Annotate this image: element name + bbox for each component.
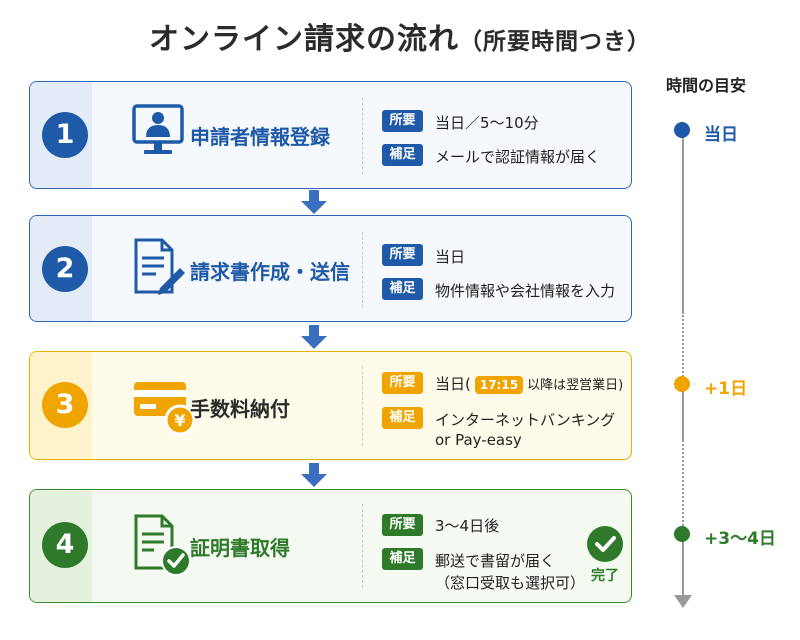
completed-marker: 完了 — [579, 526, 631, 585]
step-card-4: 4 証明書取得 所要 3〜4日後 補足 郵送で書留が届く （窓口受取も選択可） — [29, 489, 632, 603]
note-tag: 補足 — [382, 548, 423, 570]
required-time-value: 3〜4日後 — [435, 517, 500, 535]
required-time-value: 当日／5〜10分 — [435, 114, 539, 132]
step-title: 手数料納付 — [190, 397, 290, 421]
note-value-line1: 郵送で書留が届く — [435, 552, 556, 570]
timeline-label: +3〜4日 — [704, 529, 776, 549]
required-time-tag: 所要 — [382, 244, 423, 266]
step-number-badge: 2 — [42, 246, 88, 292]
step-title: 証明書取得 — [190, 536, 290, 560]
note-tag: 補足 — [382, 144, 423, 166]
note-value-line1: インターネットバンキング — [435, 411, 616, 429]
step-number-badge: 4 — [42, 522, 88, 568]
note-tag: 補足 — [382, 278, 423, 300]
required-time-tag: 所要 — [382, 372, 423, 394]
note-value-line2: or Pay-easy — [435, 431, 522, 449]
required-time-tag: 所要 — [382, 514, 423, 536]
title-sub: （所要時間つき） — [459, 29, 651, 55]
computer-user-icon — [132, 104, 184, 164]
timeline-label: 当日 — [704, 125, 738, 145]
completed-label: 完了 — [591, 568, 619, 584]
note-value: 物件情報や会社情報を入力 — [435, 282, 616, 300]
step-number-badge: 3 — [42, 382, 88, 428]
timeline-dot — [674, 526, 690, 542]
required-time-value: 当日 — [435, 248, 466, 266]
step-number-badge: 1 — [42, 112, 88, 158]
note-tag: 補足 — [382, 407, 423, 429]
step-card-2: 2 請求書作成・送信 所要 当日 補足 物件情報や会社情報を入力 — [29, 215, 632, 322]
note-value-line2: （窓口受取も選択可） — [435, 574, 586, 592]
document-pen-icon — [132, 238, 188, 302]
flow-arrow-down-icon — [300, 325, 328, 353]
step-title: 請求書作成・送信 — [190, 260, 350, 284]
timeline-dot — [674, 122, 690, 138]
step-card-1: 1 申請者情報登録 所要 当日／5〜10分 補足 メールで認証情報が届く — [29, 81, 632, 189]
check-icon — [587, 526, 623, 562]
step-title: 申請者情報登録 — [190, 125, 330, 149]
flow-arrow-down-icon — [300, 463, 328, 491]
timeline-heading: 時間の目安 — [666, 76, 747, 95]
required-time-tag: 所要 — [382, 110, 423, 132]
title-main: オンライン請求の流れ — [149, 22, 459, 57]
timeline-dot — [674, 376, 690, 392]
note-value: メールで認証情報が届く — [435, 148, 601, 166]
svg-text:¥: ¥ — [174, 411, 185, 430]
timeline-label: +1日 — [704, 379, 748, 399]
timeline-arrow-down-icon — [674, 594, 692, 613]
cutoff-time-badge: 17:15 — [474, 376, 524, 394]
document-check-icon — [132, 514, 194, 582]
page-title: オンライン請求の流れ（所要時間つき） — [0, 14, 800, 58]
card-yen-icon: ¥ — [132, 378, 198, 442]
flow-arrow-down-icon — [300, 190, 328, 218]
